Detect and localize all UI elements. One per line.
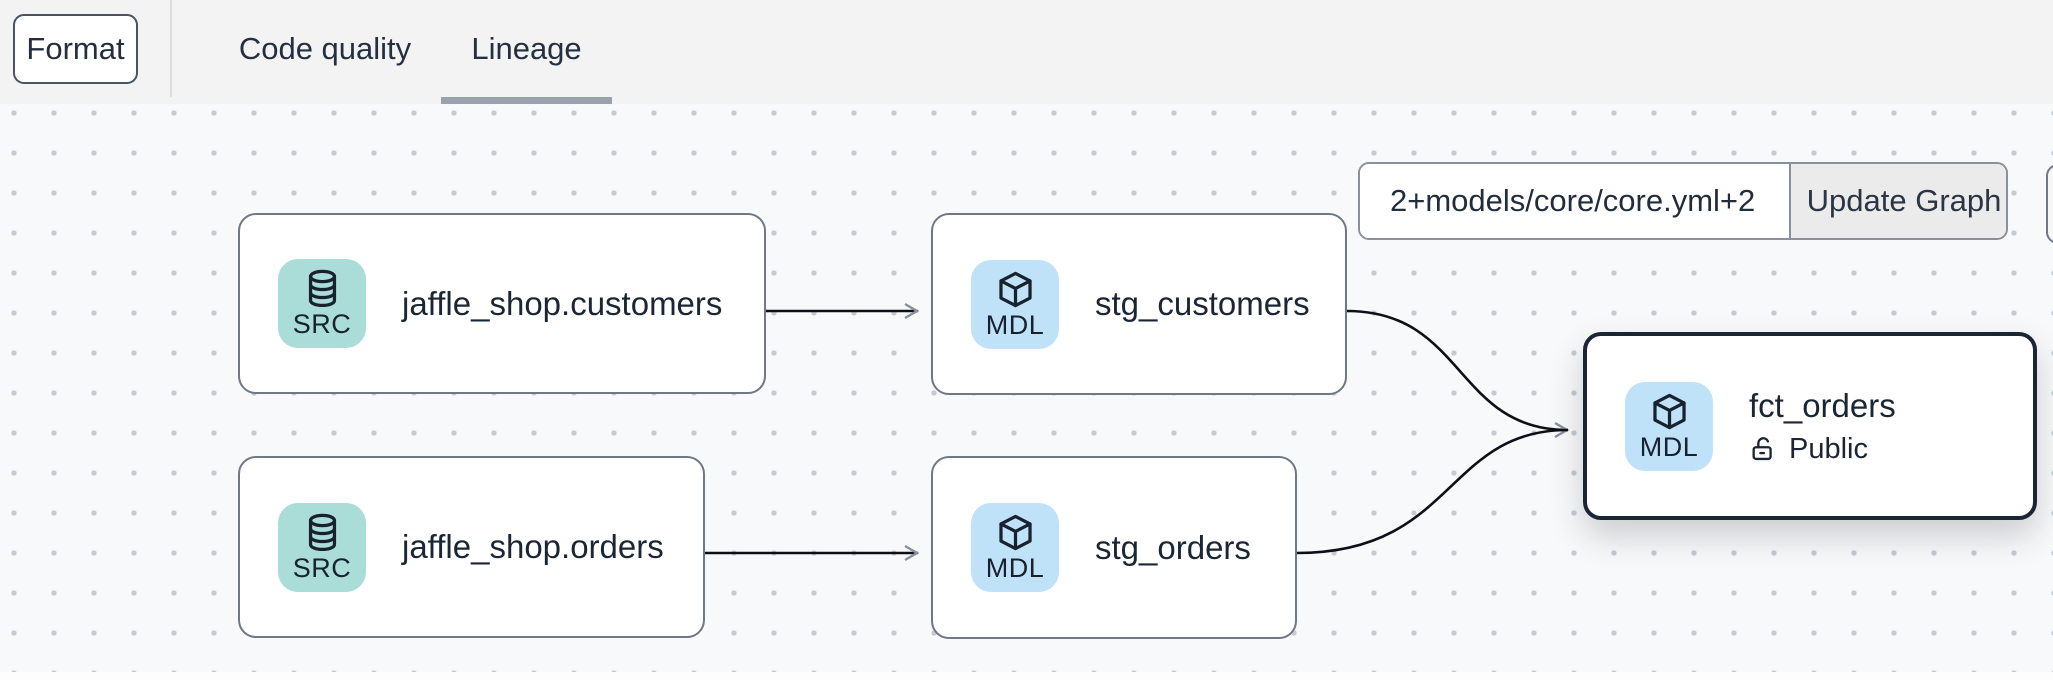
header-divider <box>170 0 172 97</box>
cube-icon <box>1652 393 1686 430</box>
update-graph-button[interactable]: Update Graph <box>1789 164 2006 238</box>
source-badge-label: SRC <box>292 552 352 583</box>
tab-code-quality[interactable]: Code quality <box>230 0 420 97</box>
lineage-node-stg-orders[interactable]: MDL stg_orders <box>931 456 1297 639</box>
model-badge: MDL <box>1625 381 1713 471</box>
lineage-node-jaffle-shop-customers[interactable]: SRC jaffle_shop.customers <box>238 213 766 394</box>
update-graph-button-label: Update Graph <box>1806 183 2002 218</box>
lineage-node-fct-orders[interactable]: MDL fct_orders Public <box>1583 332 2037 520</box>
lineage-canvas[interactable]: SRC jaffle_shop.customers MDL stg_custom… <box>0 104 2053 680</box>
edge-stg-customers-to-fct-orders <box>1346 309 1570 439</box>
model-badge-label: MDL <box>1639 431 1699 462</box>
lineage-selector-input[interactable] <box>1360 164 1789 238</box>
model-badge-label: MDL <box>985 553 1045 584</box>
source-badge-label: SRC <box>292 309 352 340</box>
cube-icon <box>998 515 1032 551</box>
format-button-label: Format <box>26 31 125 66</box>
source-badge: SRC <box>278 259 366 348</box>
database-icon <box>308 270 336 308</box>
tab-code-quality-label: Code quality <box>238 30 412 66</box>
canvas-bottom-edge <box>0 672 2053 680</box>
node-label: fct_orders <box>1749 386 1896 424</box>
editor-header: Format Code quality Lineage <box>0 0 2053 104</box>
tab-lineage-label: Lineage <box>471 30 582 66</box>
lineage-selector-bar: Update Graph <box>1358 162 2008 240</box>
lineage-node-stg-customers[interactable]: MDL stg_customers <box>931 213 1347 395</box>
node-text: fct_orders Public <box>1749 387 1896 466</box>
node-access: Public <box>1749 433 1896 466</box>
database-icon <box>308 513 336 551</box>
model-badge: MDL <box>971 259 1059 349</box>
partial-right-button[interactable] <box>2046 164 2053 244</box>
node-access-label: Public <box>1789 432 1868 465</box>
node-label: stg_customers <box>1095 285 1310 322</box>
lineage-node-jaffle-shop-orders[interactable]: SRC jaffle_shop.orders <box>238 456 705 638</box>
edge-stg-orders-to-fct-orders <box>1296 428 1569 555</box>
model-badge: MDL <box>971 503 1059 592</box>
model-badge-label: MDL <box>985 309 1045 340</box>
cube-icon <box>998 271 1032 308</box>
format-button[interactable]: Format <box>13 14 138 84</box>
active-tab-indicator <box>441 97 612 104</box>
node-label: jaffle_shop.customers <box>402 284 723 322</box>
node-label: jaffle_shop.orders <box>402 528 664 565</box>
source-badge: SRC <box>278 502 366 592</box>
unlock-icon <box>1752 437 1772 461</box>
node-label: stg_orders <box>1095 528 1251 566</box>
tab-lineage[interactable]: Lineage <box>441 0 612 97</box>
